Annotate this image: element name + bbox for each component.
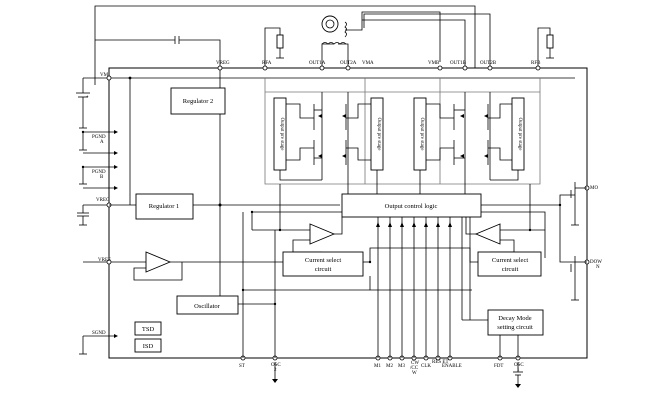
sense-resistor-a <box>276 34 284 49</box>
pin-vm: VM <box>100 73 109 78</box>
pin-cw-3: W <box>412 371 417 376</box>
pin-down-2: N <box>596 265 600 270</box>
current-select-right-line2: circuit <box>502 266 519 273</box>
pin-down-1: DOW <box>590 260 602 265</box>
output-control-logic-box <box>341 193 482 218</box>
regulator2-box <box>170 87 226 115</box>
pin-rfa: RFA <box>262 61 272 66</box>
pin-pgnd-b-1: PGND <box>92 170 106 175</box>
oscillator-label: Oscillator <box>194 303 220 310</box>
decay-mode-line1: Decay Mode <box>498 315 532 322</box>
pin-vcp: VREG <box>216 61 230 66</box>
pin-mo: MO <box>590 186 598 191</box>
pin-osc2-1: OSC <box>271 363 281 368</box>
pin-m3: M3 <box>398 364 405 369</box>
pin-vref: VREF <box>98 258 111 263</box>
svg-text:+: + <box>86 95 89 100</box>
pin-pgnd-a-2: A <box>100 140 104 145</box>
output-stages: Output pre stage Output pre stage Output… <box>264 78 541 194</box>
regulator1-label: Regulator 1 <box>149 203 180 210</box>
isd-box <box>134 338 162 353</box>
pin-vreg: VREG <box>96 198 110 203</box>
pin-clk: CLK <box>421 364 431 369</box>
pin-pgnd-a-1: PGND <box>92 135 106 140</box>
pin-sgnd: SGND <box>92 331 106 336</box>
pin-out2a: OUT2A <box>340 61 357 66</box>
isd-label: ISD <box>143 343 154 350</box>
pin-arrows <box>114 130 118 338</box>
pin-enable: ENABLE <box>442 364 462 369</box>
pin-out1b: OUT1B <box>450 61 467 66</box>
pin-cw-2: /CC <box>410 366 419 371</box>
pin-osc2-2: 2 <box>274 368 277 373</box>
junctions <box>81 76 562 306</box>
left-external: + <box>76 77 146 355</box>
pin-labels: VM PGND A PGND B VREG VREF SGND VREG RFA… <box>92 61 602 376</box>
current-select-right-line1: Current select <box>492 257 528 264</box>
pin-markers <box>106 65 590 361</box>
pin-osc1-2: 1 <box>517 368 520 373</box>
tsd-label: TSD <box>142 326 155 333</box>
oscillator-box <box>176 295 239 315</box>
stepper-motor-symbol <box>321 15 347 45</box>
pin-st: ST <box>239 364 245 369</box>
pin-out1a: OUT1A <box>309 61 326 66</box>
top-wiring <box>94 5 575 205</box>
sense-resistor-b <box>546 34 554 49</box>
pin-rfb: RFB <box>531 61 541 66</box>
regulator2-label: Regulator 2 <box>183 98 214 105</box>
right-outputs <box>570 182 587 301</box>
pin-vmb: VMB <box>428 61 440 66</box>
svg-text:Output pre stage: Output pre stage <box>376 117 381 151</box>
pin-out2b: OUT2B <box>480 61 497 66</box>
pin-osc1-1: OSC <box>514 363 524 368</box>
pin-m2: M2 <box>386 364 393 369</box>
pin-m1: M1 <box>374 364 381 369</box>
control-input-wires <box>238 212 488 358</box>
tsd-box <box>134 321 162 336</box>
current-select-left-line1: Current select <box>305 257 341 264</box>
pin-cw-1: CW <box>411 361 419 366</box>
vref-buffer <box>133 247 478 281</box>
current-select-left-line2: circuit <box>315 266 332 273</box>
decay-mode-box <box>487 309 544 336</box>
pin-reset: RES ET <box>432 360 449 365</box>
current-select-left-box <box>282 251 364 277</box>
svg-text:Output pre stage: Output pre stage <box>517 117 522 151</box>
decay-mode-line2: setting circuit <box>497 324 533 331</box>
regulator1-box <box>135 193 194 220</box>
comparators <box>292 217 515 253</box>
svg-text:Output pre stage: Output pre stage <box>419 117 424 151</box>
pin-fdt: FDT <box>494 364 503 369</box>
svg-text:Output pre stage: Output pre stage <box>279 117 284 151</box>
current-select-right-box <box>477 251 542 277</box>
output-control-logic-label: Output control logic <box>385 203 438 210</box>
pin-pgnd-b-2: B <box>100 175 104 180</box>
pin-vma: VMA <box>362 61 374 66</box>
